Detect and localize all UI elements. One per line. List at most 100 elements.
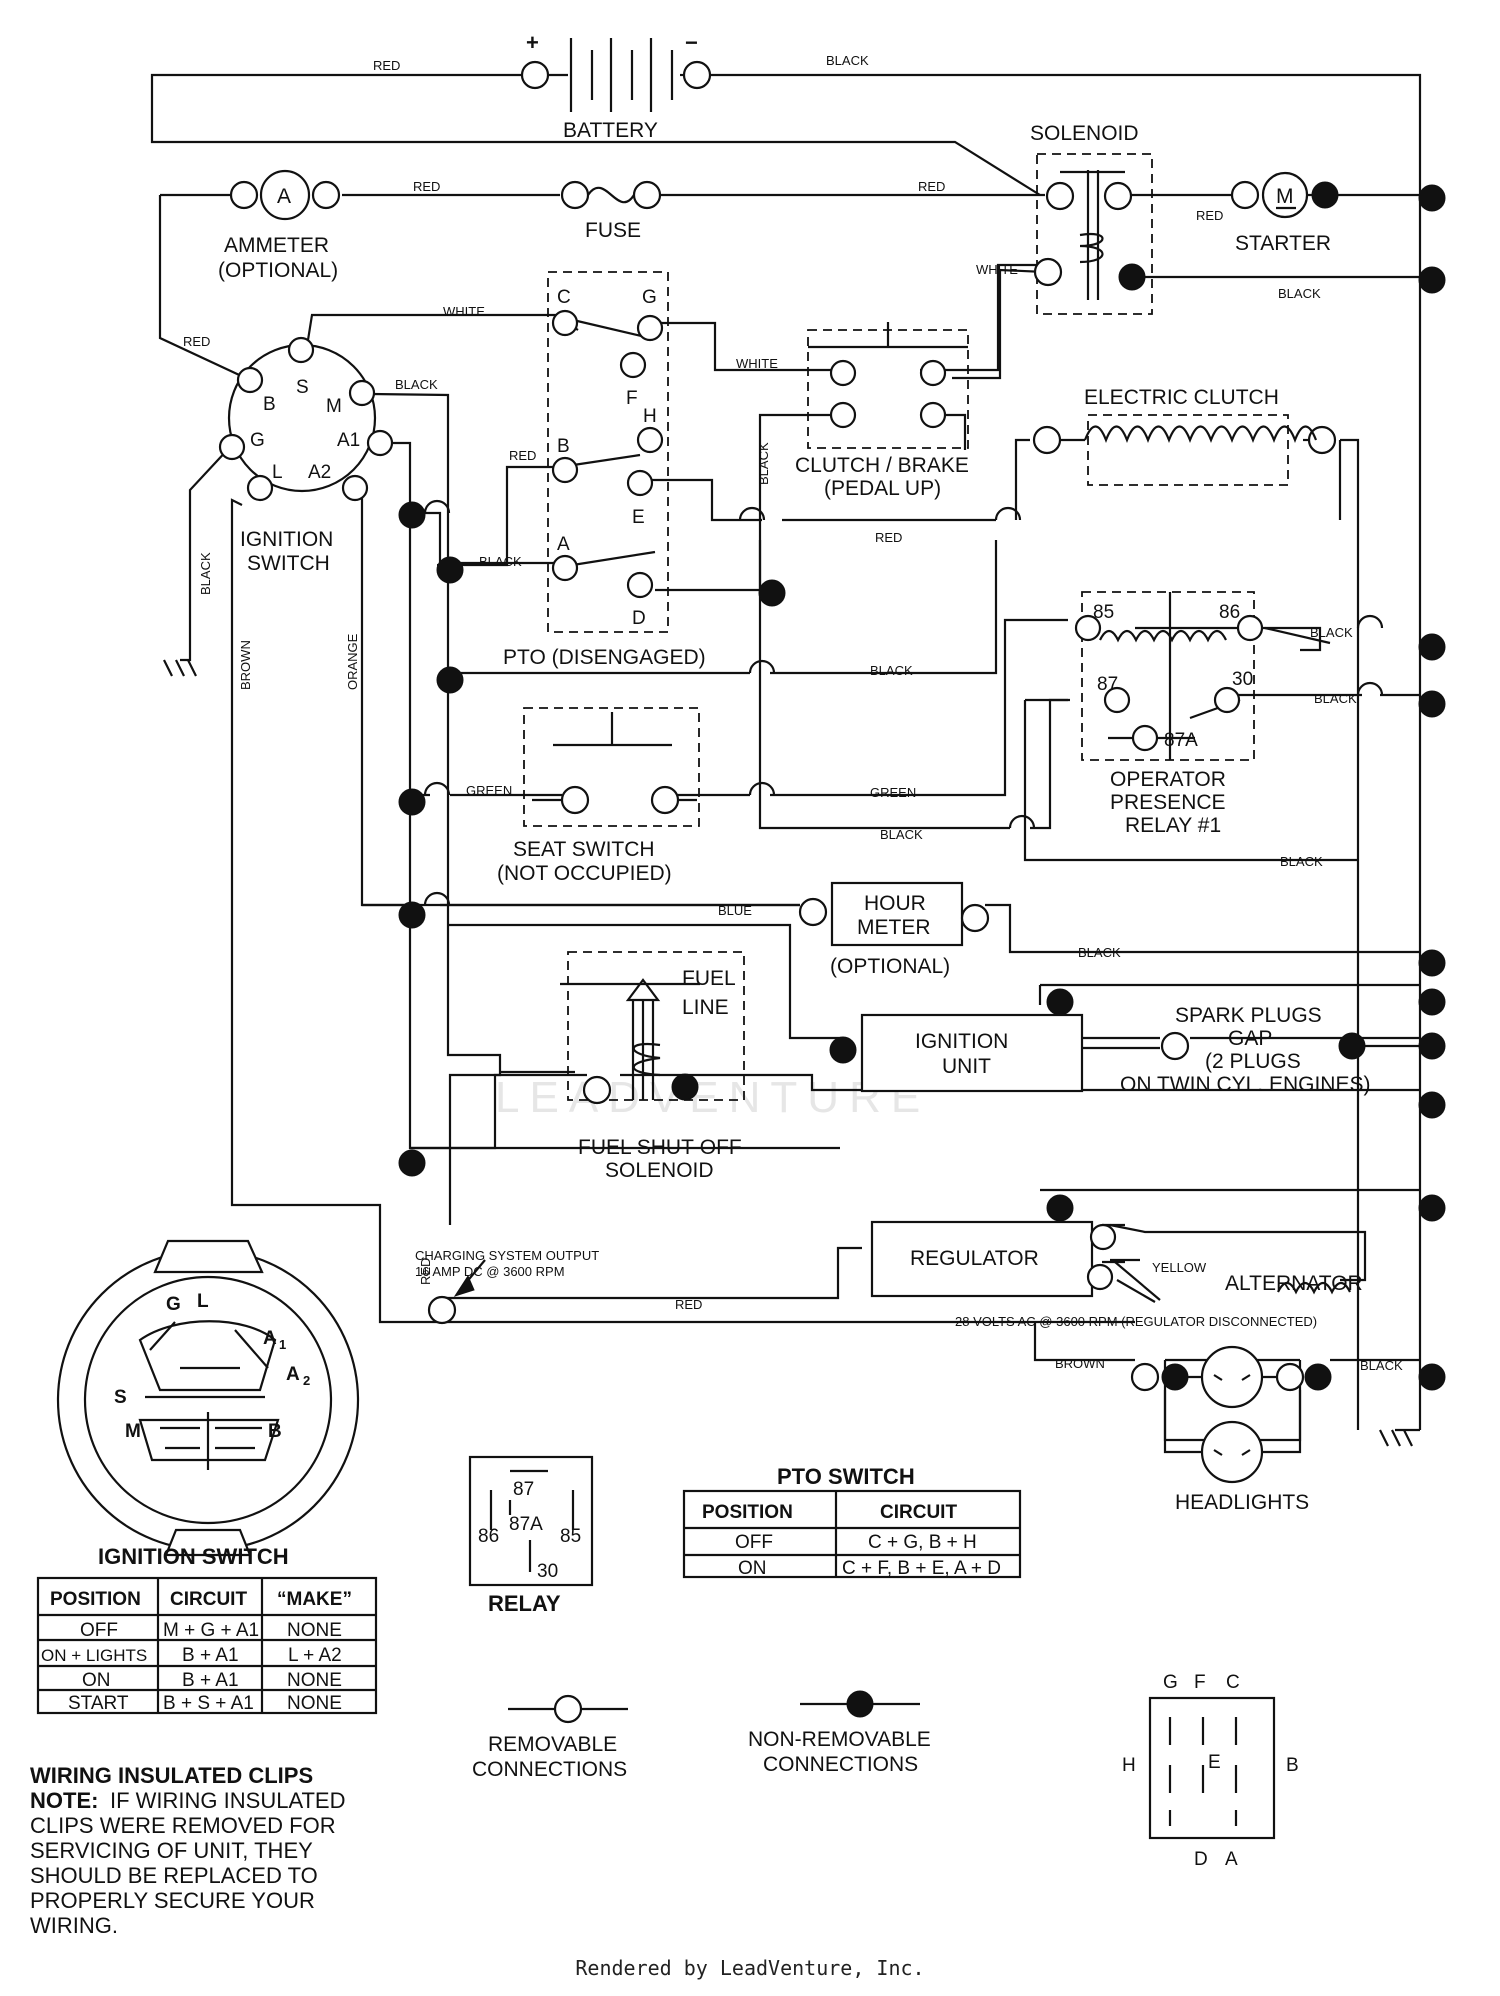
- ignition-table-cell: L + A2: [288, 1645, 342, 1666]
- ignition-switch-label-2: SWITCH: [247, 552, 330, 575]
- pto-pin-a: A: [557, 534, 570, 555]
- face-pin: M: [125, 1421, 141, 1442]
- spark-plugs: SPARK PLUGS GAP (2 PLUGS ON TWIN CYL. EN…: [1120, 1004, 1420, 1096]
- ignition-table-cell: B + A1: [182, 1670, 239, 1691]
- ignition-table-header: POSITION: [50, 1589, 141, 1610]
- relay-pin-87: 87: [1097, 674, 1118, 695]
- hour-meter-label-1: HOUR: [864, 892, 926, 915]
- wire-label: RED: [918, 179, 945, 194]
- wire-label: WHITE: [443, 304, 485, 319]
- spark-label-4: ON TWIN CYL. ENGINES): [1120, 1073, 1370, 1096]
- wire-label: BLACK: [826, 53, 869, 68]
- pto-pin-c: C: [557, 287, 571, 308]
- clutch-brake: CLUTCH / BRAKE (PEDAL UP): [795, 322, 969, 500]
- fuse-label: FUSE: [585, 219, 641, 242]
- wire-label: RED: [183, 334, 210, 349]
- ignition-table-cell: OFF: [80, 1620, 118, 1641]
- headlights-label: HEADLIGHTS: [1175, 1491, 1309, 1514]
- relay-legend-pin: 85: [560, 1526, 581, 1547]
- pto-face-pin: H: [1122, 1755, 1136, 1776]
- electric-clutch-enclosure: [1087, 414, 1289, 486]
- electric-clutch-label: ELECTRIC CLUTCH: [1084, 386, 1279, 409]
- fuel-solenoid: FUEL LINE FUEL SHUT-OFF SOLENOID: [578, 967, 742, 1182]
- ignition-switch: B S M G A1 L A2 IGNITION SWITCH: [218, 336, 394, 575]
- wire-label: BLACK: [1310, 625, 1353, 640]
- pto-face-pin: D: [1194, 1849, 1208, 1870]
- relay-enclosure: [1081, 591, 1255, 761]
- ammeter-optional: (OPTIONAL): [218, 259, 338, 282]
- connection-legend: REMOVABLE CONNECTIONS NON-REMOVABLE CONN…: [472, 1690, 931, 1781]
- relay-pin-87a: 87A: [1164, 730, 1198, 751]
- note-line: CLIPS WERE REMOVED FOR: [30, 1813, 336, 1838]
- legend-nonremovable-1: NON-REMOVABLE: [748, 1728, 931, 1751]
- battery-plus: +: [526, 30, 539, 55]
- relay-label-2: PRESENCE: [1110, 791, 1226, 814]
- pto-table: PTO SWITCH POSITION CIRCUIT OFF C + G, B…: [682, 1464, 1022, 1579]
- relay-legend-pin: 86: [478, 1526, 499, 1547]
- wire-label: GREEN: [466, 783, 512, 798]
- hour-meter-label-2: METER: [857, 916, 931, 939]
- ignition-table: IGNITION SWITCH POSITION CIRCUIT “MAKE” …: [36, 1544, 378, 1715]
- ign-pin-b: B: [263, 394, 276, 415]
- note-prefix: NOTE:: [30, 1788, 98, 1813]
- spark-label-3: (2 PLUGS: [1205, 1050, 1301, 1073]
- battery-minus: −: [685, 30, 698, 55]
- seat-switch-label-1: SEAT SWITCH: [513, 838, 655, 861]
- pto-table-header: CIRCUIT: [880, 1502, 957, 1523]
- face-pin: 2: [303, 1373, 310, 1388]
- relay-legend-pin: 87: [513, 1479, 534, 1500]
- pto-pin-e: E: [632, 507, 645, 528]
- relay-legend-pin: 87A: [509, 1514, 543, 1535]
- note-line: WIRING.: [30, 1913, 118, 1938]
- face-pin: A: [263, 1328, 277, 1349]
- wire-label: RED: [1196, 208, 1223, 223]
- pto-pin-h: H: [643, 406, 657, 427]
- fuel-line-label-2: LINE: [682, 996, 729, 1019]
- regulator: REGULATOR CHARGING SYSTEM OUTPUT 16 AMP …: [415, 1220, 1161, 1325]
- wire-label: RED: [875, 530, 902, 545]
- legend-removable-2: CONNECTIONS: [472, 1758, 627, 1781]
- face-pin: G: [166, 1294, 181, 1315]
- pto-pin-g: G: [642, 287, 657, 308]
- charging-label-1: CHARGING SYSTEM OUTPUT: [415, 1248, 599, 1263]
- wire-hops: [423, 499, 1384, 906]
- pto-face-pin: B: [1286, 1755, 1299, 1776]
- regulator-label: REGULATOR: [910, 1247, 1039, 1270]
- wire-label: RED: [373, 58, 400, 73]
- ignition-table-cell: ON: [82, 1670, 111, 1691]
- splice-dots: [398, 184, 1446, 1391]
- ignition-table-cell: B + S + A1: [163, 1693, 254, 1714]
- wire-label: BROWN: [238, 640, 253, 690]
- solenoid: SOLENOID: [1030, 122, 1146, 300]
- fuse: FUSE: [560, 180, 662, 242]
- pto-face-pin: F: [1194, 1672, 1206, 1693]
- wire-label: BLACK: [198, 552, 213, 595]
- wire-label: RED: [413, 179, 440, 194]
- legend-nonremovable-2: CONNECTIONS: [763, 1753, 918, 1776]
- note-title: WIRING INSULATED CLIPS: [30, 1763, 313, 1788]
- pto-switch: C G F H B E A D PTO (DISENGAGED): [503, 287, 706, 669]
- wiring-note: WIRING INSULATED CLIPS NOTE: IF WIRING I…: [30, 1763, 346, 1938]
- electric-clutch: ELECTRIC CLUTCH: [1032, 386, 1337, 455]
- wire-label: BLACK: [1078, 945, 1121, 960]
- pto-face-pin: E: [1208, 1752, 1221, 1773]
- ignition-switch-face: G L A 1 A 2 S M B: [56, 1239, 360, 1557]
- ign-pin-l: L: [272, 462, 283, 483]
- ignition-table-title: IGNITION SWITCH: [98, 1544, 289, 1569]
- ign-pin-a1: A1: [337, 430, 360, 451]
- pto-table-header: POSITION: [702, 1502, 793, 1523]
- hour-meter-optional: (OPTIONAL): [830, 955, 950, 978]
- face-pin: B: [268, 1421, 282, 1442]
- wire-label: BLACK: [479, 554, 522, 569]
- relay-legend: 87 86 87A 85 30 RELAY: [468, 1455, 594, 1616]
- starter-symbol: M: [1276, 185, 1294, 208]
- note-line: SHOULD BE REPLACED TO: [30, 1863, 318, 1888]
- wire-label: BLACK: [870, 663, 913, 678]
- ammeter-label: AMMETER: [224, 234, 329, 257]
- clutch-brake-label-1: CLUTCH / BRAKE: [795, 454, 969, 477]
- alternator-label: ALTERNATOR: [1225, 1272, 1363, 1295]
- ignition-table-cell: B + A1: [182, 1645, 239, 1666]
- pto-pin-f: F: [626, 388, 638, 409]
- solenoid-enclosure: [1036, 153, 1153, 315]
